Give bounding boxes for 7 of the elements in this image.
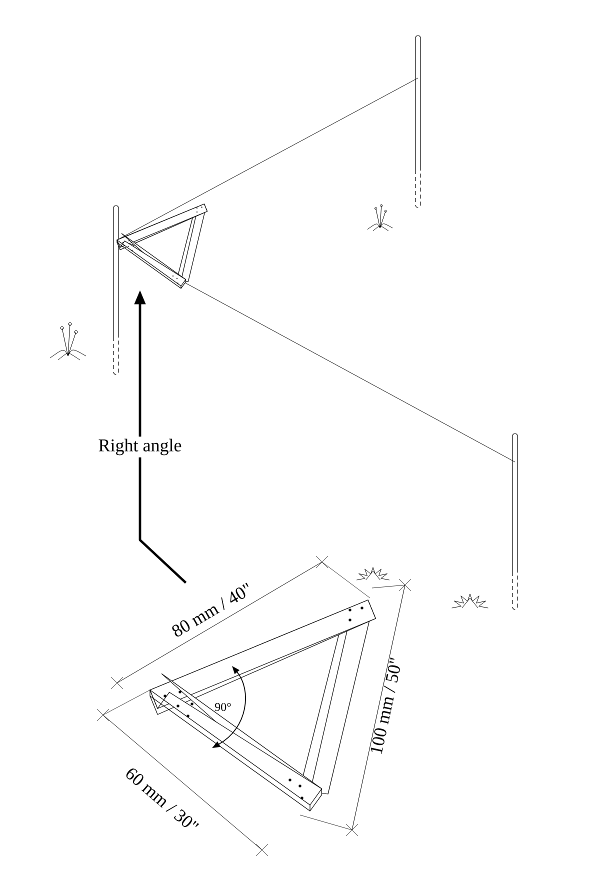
dimensioned-square-drawing <box>96 556 412 856</box>
dimension-label: 60 mm / 30" <box>126 768 200 828</box>
callout-label: Right angle <box>98 438 182 456</box>
carpenter-square-drawing <box>116 204 208 289</box>
dimension-label: 80 mm / 40" <box>172 582 248 637</box>
dimension-label: 100 mm / 50" <box>370 658 400 754</box>
dimension-label: 90° <box>215 702 231 712</box>
